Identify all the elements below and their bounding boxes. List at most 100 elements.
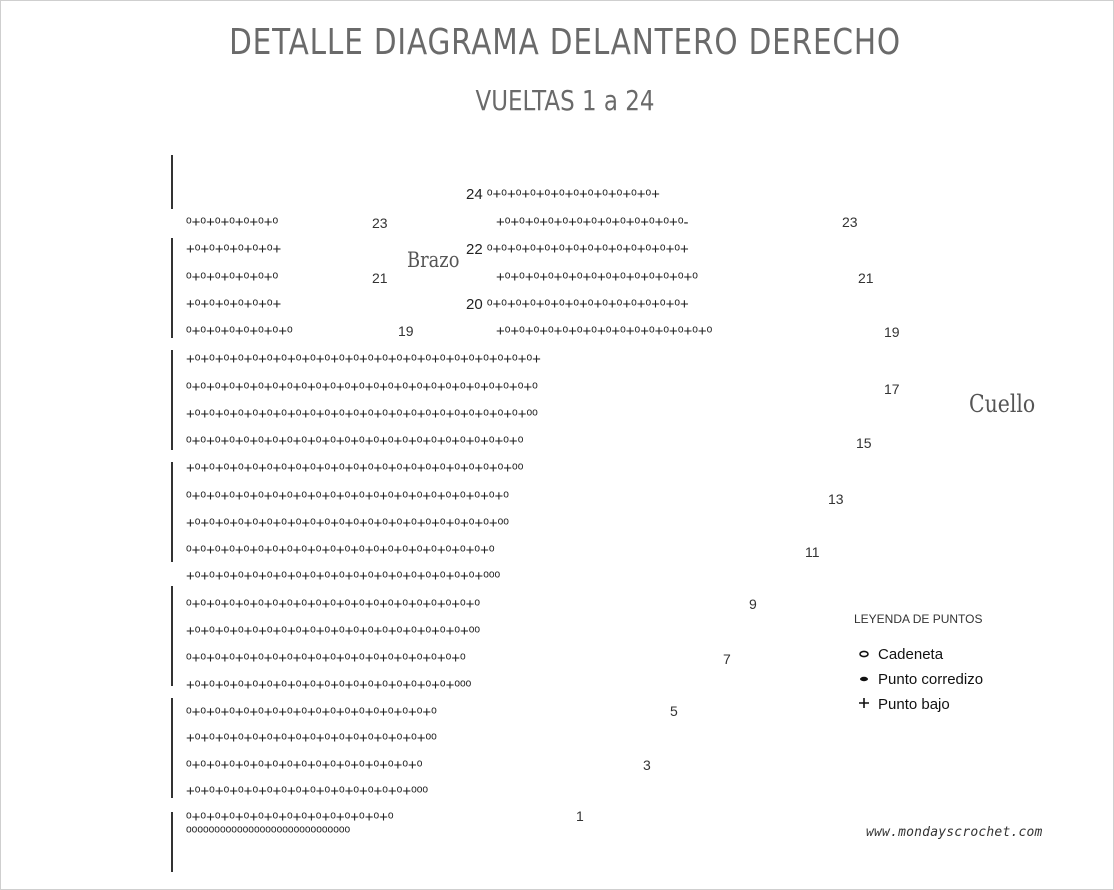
stitch-row: +ᵒ+ᵒ+ᵒ+ᵒ+ᵒ+ᵒ+ᵒ+ᵒ+ᵒ+ᵒ+ᵒ+ᵒ+ᵒ+ᵒ+ᵒ+ᵒᵒᵒ: [186, 784, 428, 799]
row-stitches: ᵒ+ᵒ+ᵒ+ᵒ+ᵒ+ᵒ+ᵒ+ᵒ+ᵒ+ᵒ+ᵒ+ᵒ+ᵒ+ᵒ+ᵒ+ᵒ+ᵒ: [186, 757, 423, 774]
row-number: 23: [372, 215, 388, 231]
row-stitches: ᵒ+ᵒ+ᵒ+ᵒ+ᵒ+ᵒ+ᵒ+ᵒ+ᵒ+ᵒ+ᵒ+ᵒ+ᵒ+ᵒ+ᵒ+ᵒ+ᵒ+ᵒ+ᵒ+ᵒ+…: [186, 433, 524, 450]
row-stitches: +ᵒ+ᵒ+ᵒ+ᵒ+ᵒ+ᵒ+ᵒ+ᵒ+ᵒ+ᵒ+ᵒ+ᵒ+ᵒ+ᵒ+ᵒ+ᵒ+ᵒ+ᵒ+ᵒ+ᵒ…: [186, 515, 509, 532]
website-url: www.mondayscrochet.com: [866, 825, 1043, 840]
row-stitches: +ᵒ+ᵒ+ᵒ+ᵒ+ᵒ+ᵒ+ᵒ+ᵒ+ᵒ+ᵒ+ᵒ+ᵒ+ᵒ-: [496, 214, 689, 231]
stitch-row: +ᵒ+ᵒ+ᵒ+ᵒ+ᵒ+ᵒ+ᵒ+ᵒ+ᵒ+ᵒ+ᵒ+ᵒ+ᵒ+ᵒ+ᵒ+ᵒ+ᵒ+ᵒ+ᵒ+ᵒ…: [186, 624, 480, 639]
row-number: 3: [643, 757, 651, 773]
stitch-row: +ᵒ+ᵒ+ᵒ+ᵒ+ᵒ+ᵒ+ᵒ+ᵒ+ᵒ+ᵒ+ᵒ+ᵒ+ᵒ+ᵒ+ᵒ: [496, 324, 712, 339]
row-number: 9: [749, 596, 757, 612]
row-stitches: ᵒ+ᵒ+ᵒ+ᵒ+ᵒ+ᵒ+ᵒ+ᵒ+ᵒ+ᵒ+ᵒ+ᵒ+ᵒ+ᵒ+ᵒ+ᵒ+ᵒ+ᵒ+ᵒ+ᵒ+…: [186, 596, 481, 613]
row-stitches: +ᵒ+ᵒ+ᵒ+ᵒ+ᵒ+ᵒ+ᵒ+ᵒ+ᵒ+ᵒ+ᵒ+ᵒ+ᵒ+ᵒ+ᵒ+ᵒ+ᵒ+ᵒ+ᵒᵒᵒ: [186, 677, 472, 694]
row-stitches: ᵒ+ᵒ+ᵒ+ᵒ+ᵒ+ᵒ+ᵒ+ᵒ+ᵒ+ᵒ+ᵒ+ᵒ+: [486, 186, 660, 203]
stitch-row: +ᵒ+ᵒ+ᵒ+ᵒ+ᵒ+ᵒ+ᵒ+ᵒ+ᵒ+ᵒ+ᵒ+ᵒ+ᵒ+ᵒ+ᵒ+ᵒ+ᵒ+ᵒ+ᵒ+ᵒ…: [186, 352, 541, 367]
neck-label: Cuello: [969, 390, 1036, 418]
legend-item-slip: Punto corredizo: [858, 671, 983, 688]
stitch-row: +ᵒ+ᵒ+ᵒ+ᵒ+ᵒ+ᵒ+ᵒ+ᵒ+ᵒ+ᵒ+ᵒ+ᵒ+ᵒ+ᵒ: [496, 270, 698, 285]
legend-title: LEYENDA DE PUNTOS: [854, 612, 983, 626]
row-number: 7: [723, 651, 731, 667]
row-number: 19: [398, 323, 414, 339]
row-stitches: ᵒ+ᵒ+ᵒ+ᵒ+ᵒ+ᵒ+ᵒ+ᵒ: [186, 323, 293, 340]
row-stitches: +ᵒ+ᵒ+ᵒ+ᵒ+ᵒ+ᵒ+ᵒ+ᵒ+ᵒ+ᵒ+ᵒ+ᵒ+ᵒ+ᵒ+ᵒ+ᵒ+ᵒ+ᵒ+ᵒ+ᵒ…: [186, 568, 501, 585]
row-stitches: +ᵒ+ᵒ+ᵒ+ᵒ+ᵒ+ᵒ+ᵒ+ᵒ+ᵒ+ᵒ+ᵒ+ᵒ+ᵒ+ᵒ: [496, 269, 698, 286]
row-stitches: +ᵒ+ᵒ+ᵒ+ᵒ+ᵒ+ᵒ+ᵒ+ᵒ+ᵒ+ᵒ+ᵒ+ᵒ+ᵒ+ᵒ+ᵒ+ᵒᵒᵒ: [186, 783, 429, 800]
row-number: 13: [828, 491, 844, 507]
stitch-row: +ᵒ+ᵒ+ᵒ+ᵒ+ᵒ+ᵒ+ᵒ+ᵒ+ᵒ+ᵒ+ᵒ+ᵒ+ᵒ-: [496, 215, 688, 230]
stitch-row: ᵒ+ᵒ+ᵒ+ᵒ+ᵒ+ᵒ+ᵒ+ᵒ+ᵒ+ᵒ+ᵒ+ᵒ+ᵒ+ᵒ+ᵒ+ᵒ+ᵒ+ᵒ+ᵒ+ᵒ: [186, 651, 466, 666]
stitch-row: 24 ᵒ+ᵒ+ᵒ+ᵒ+ᵒ+ᵒ+ᵒ+ᵒ+ᵒ+ᵒ+ᵒ+ᵒ+: [466, 187, 660, 202]
stitch-row: ᵒ+ᵒ+ᵒ+ᵒ+ᵒ+ᵒ+ᵒ+ᵒ+ᵒ+ᵒ+ᵒ+ᵒ+ᵒ+ᵒ+ᵒ+ᵒ+ᵒ+ᵒ+ᵒ+ᵒ+…: [186, 543, 495, 558]
stitch-row: ᵒ+ᵒ+ᵒ+ᵒ+ᵒ+ᵒ+ᵒ+ᵒ+ᵒ+ᵒ+ᵒ+ᵒ+ᵒ+ᵒ+ᵒ+ᵒ+ᵒ+ᵒ+ᵒ+ᵒ+…: [186, 489, 509, 504]
armhole-label: Brazo: [407, 248, 460, 272]
chain-stitch-icon: [858, 646, 878, 663]
stitch-row: +ᵒ+ᵒ+ᵒ+ᵒ+ᵒ+ᵒ+ᵒ+ᵒ+ᵒ+ᵒ+ᵒ+ᵒ+ᵒ+ᵒ+ᵒ+ᵒ+ᵒ+ᵒ+ᵒᵒᵒ: [186, 678, 471, 693]
row-stitches: ᵒ+ᵒ+ᵒ+ᵒ+ᵒ+ᵒ+ᵒ+ᵒ+ᵒ+ᵒ+ᵒ+ᵒ+ᵒ+ᵒ+ᵒ+ᵒ+ᵒ+ᵒ+ᵒ+ᵒ: [186, 650, 466, 667]
row-number: 24: [466, 186, 483, 203]
row-stitches: ᵒ+ᵒ+ᵒ+ᵒ+ᵒ+ᵒ+ᵒ+ᵒ+ᵒ+ᵒ+ᵒ+ᵒ+ᵒ+ᵒ+ᵒ+ᵒ+ᵒ+ᵒ+ᵒ+ᵒ+…: [186, 542, 495, 559]
left-border-line: [171, 350, 173, 450]
stitch-row: +ᵒ+ᵒ+ᵒ+ᵒ+ᵒ+ᵒ+ᵒ+ᵒ+ᵒ+ᵒ+ᵒ+ᵒ+ᵒ+ᵒ+ᵒ+ᵒ+ᵒ+ᵒ+ᵒ+ᵒ…: [186, 461, 523, 476]
row-number: 5: [670, 703, 678, 719]
diagram-subtitle: VUELTAS 1 a 24: [475, 84, 655, 117]
left-border-line: [171, 698, 173, 798]
row-number: 21: [858, 270, 874, 286]
stitch-row: ᵒ+ᵒ+ᵒ+ᵒ+ᵒ+ᵒ+ᵒ+ᵒ+ᵒ+ᵒ+ᵒ+ᵒ+ᵒ+ᵒ+ᵒ+ᵒ+ᵒ+ᵒ: [186, 705, 437, 720]
stitch-row: ᵒ+ᵒ+ᵒ+ᵒ+ᵒ+ᵒ+ᵒ+ᵒ: [186, 324, 293, 339]
row-stitches: +ᵒ+ᵒ+ᵒ+ᵒ+ᵒ+ᵒ+ᵒ+ᵒ+ᵒ+ᵒ+ᵒ+ᵒ+ᵒ+ᵒ+ᵒ+ᵒ+ᵒᵒ: [186, 730, 437, 747]
row-stitches: +ᵒ+ᵒ+ᵒ+ᵒ+ᵒ+ᵒ+: [186, 241, 282, 258]
stitch-row: ᵒᵒᵒᵒᵒᵒᵒᵒᵒᵒᵒᵒᵒᵒᵒᵒᵒᵒᵒᵒᵒᵒᵒᵒᵒᵒᵒᵒᵒ: [186, 824, 350, 839]
single-crochet-icon: [858, 696, 878, 713]
legend-item-single: Punto bajo: [858, 696, 950, 713]
row-number: 15: [856, 435, 872, 451]
left-border-line: [171, 812, 173, 872]
row-stitches: +ᵒ+ᵒ+ᵒ+ᵒ+ᵒ+ᵒ+ᵒ+ᵒ+ᵒ+ᵒ+ᵒ+ᵒ+ᵒ+ᵒ+ᵒ+ᵒ+ᵒ+ᵒ+ᵒ+ᵒ…: [186, 623, 481, 640]
row-stitches: ᵒ+ᵒ+ᵒ+ᵒ+ᵒ+ᵒ+ᵒ: [186, 214, 279, 231]
stitch-row: ᵒ+ᵒ+ᵒ+ᵒ+ᵒ+ᵒ+ᵒ+ᵒ+ᵒ+ᵒ+ᵒ+ᵒ+ᵒ+ᵒ+ᵒ+ᵒ+ᵒ+ᵒ+ᵒ+ᵒ+…: [186, 380, 538, 395]
row-stitches: +ᵒ+ᵒ+ᵒ+ᵒ+ᵒ+ᵒ+ᵒ+ᵒ+ᵒ+ᵒ+ᵒ+ᵒ+ᵒ+ᵒ+ᵒ+ᵒ+ᵒ+ᵒ+ᵒ+ᵒ…: [186, 406, 538, 423]
row-number: 23: [842, 214, 858, 230]
stitch-row: 22 ᵒ+ᵒ+ᵒ+ᵒ+ᵒ+ᵒ+ᵒ+ᵒ+ᵒ+ᵒ+ᵒ+ᵒ+ᵒ+ᵒ+: [466, 242, 689, 257]
row-number: 19: [884, 324, 900, 340]
stitch-row: +ᵒ+ᵒ+ᵒ+ᵒ+ᵒ+ᵒ+ᵒ+ᵒ+ᵒ+ᵒ+ᵒ+ᵒ+ᵒ+ᵒ+ᵒ+ᵒ+ᵒ+ᵒ+ᵒ+ᵒ…: [186, 407, 538, 422]
stitch-row: +ᵒ+ᵒ+ᵒ+ᵒ+ᵒ+ᵒ+: [186, 297, 281, 312]
row-stitches: +ᵒ+ᵒ+ᵒ+ᵒ+ᵒ+ᵒ+ᵒ+ᵒ+ᵒ+ᵒ+ᵒ+ᵒ+ᵒ+ᵒ+ᵒ: [496, 323, 713, 340]
legend-label: Cadeneta: [878, 646, 944, 663]
row-stitches: ᵒ+ᵒ+ᵒ+ᵒ+ᵒ+ᵒ+ᵒ+ᵒ+ᵒ+ᵒ+ᵒ+ᵒ+ᵒ+ᵒ+ᵒ+ᵒ+ᵒ+ᵒ+ᵒ+ᵒ+…: [186, 379, 538, 396]
stitch-row: ᵒ+ᵒ+ᵒ+ᵒ+ᵒ+ᵒ+ᵒ: [186, 215, 278, 230]
row-number: 21: [372, 270, 388, 286]
row-stitches: +ᵒ+ᵒ+ᵒ+ᵒ+ᵒ+ᵒ+ᵒ+ᵒ+ᵒ+ᵒ+ᵒ+ᵒ+ᵒ+ᵒ+ᵒ+ᵒ+ᵒ+ᵒ+ᵒ+ᵒ…: [186, 460, 524, 477]
stitch-row: +ᵒ+ᵒ+ᵒ+ᵒ+ᵒ+ᵒ+ᵒ+ᵒ+ᵒ+ᵒ+ᵒ+ᵒ+ᵒ+ᵒ+ᵒ+ᵒ+ᵒ+ᵒ+ᵒ+ᵒ…: [186, 569, 500, 584]
row-stitches: ᵒ+ᵒ+ᵒ+ᵒ+ᵒ+ᵒ+ᵒ+ᵒ+ᵒ+ᵒ+ᵒ+ᵒ+ᵒ+ᵒ+: [486, 241, 689, 258]
row-number: 11: [805, 544, 820, 560]
left-border-line: [171, 462, 173, 562]
row-stitches: ᵒ+ᵒ+ᵒ+ᵒ+ᵒ+ᵒ+ᵒ+ᵒ+ᵒ+ᵒ+ᵒ+ᵒ+ᵒ+ᵒ+ᵒ: [186, 809, 394, 826]
legend-item-chain: Cadeneta: [858, 646, 943, 663]
row-stitches: +ᵒ+ᵒ+ᵒ+ᵒ+ᵒ+ᵒ+: [186, 296, 282, 313]
legend-label: Punto corredizo: [878, 671, 984, 688]
stitch-row: ᵒ+ᵒ+ᵒ+ᵒ+ᵒ+ᵒ+ᵒ+ᵒ+ᵒ+ᵒ+ᵒ+ᵒ+ᵒ+ᵒ+ᵒ+ᵒ+ᵒ+ᵒ+ᵒ+ᵒ+…: [186, 434, 523, 449]
row-stitches: ᵒᵒᵒᵒᵒᵒᵒᵒᵒᵒᵒᵒᵒᵒᵒᵒᵒᵒᵒᵒᵒᵒᵒᵒᵒᵒᵒᵒᵒ: [186, 823, 351, 840]
left-border-line: [171, 238, 173, 338]
row-number: 1: [576, 808, 584, 824]
row-number: 20: [466, 296, 483, 313]
stitch-row: ᵒ+ᵒ+ᵒ+ᵒ+ᵒ+ᵒ+ᵒ: [186, 270, 278, 285]
row-stitches: ᵒ+ᵒ+ᵒ+ᵒ+ᵒ+ᵒ+ᵒ+ᵒ+ᵒ+ᵒ+ᵒ+ᵒ+ᵒ+ᵒ+ᵒ+ᵒ+ᵒ+ᵒ+ᵒ+ᵒ+…: [186, 488, 509, 505]
stitch-row: ᵒ+ᵒ+ᵒ+ᵒ+ᵒ+ᵒ+ᵒ+ᵒ+ᵒ+ᵒ+ᵒ+ᵒ+ᵒ+ᵒ+ᵒ+ᵒ+ᵒ: [186, 758, 422, 773]
diagram-title: DETALLE DIAGRAMA DELANTERO DERECHO: [229, 22, 901, 63]
row-number: 22: [466, 241, 483, 258]
stitch-row: ᵒ+ᵒ+ᵒ+ᵒ+ᵒ+ᵒ+ᵒ+ᵒ+ᵒ+ᵒ+ᵒ+ᵒ+ᵒ+ᵒ+ᵒ+ᵒ+ᵒ+ᵒ+ᵒ+ᵒ+…: [186, 597, 480, 612]
left-border-line: [171, 586, 173, 686]
row-number: 17: [884, 381, 900, 397]
stitch-row: +ᵒ+ᵒ+ᵒ+ᵒ+ᵒ+ᵒ+: [186, 242, 281, 257]
legend-label: Punto bajo: [878, 696, 950, 713]
stitch-row: +ᵒ+ᵒ+ᵒ+ᵒ+ᵒ+ᵒ+ᵒ+ᵒ+ᵒ+ᵒ+ᵒ+ᵒ+ᵒ+ᵒ+ᵒ+ᵒ+ᵒ+ᵒ+ᵒ+ᵒ…: [186, 516, 509, 531]
row-stitches: ᵒ+ᵒ+ᵒ+ᵒ+ᵒ+ᵒ+ᵒ+ᵒ+ᵒ+ᵒ+ᵒ+ᵒ+ᵒ+ᵒ+: [486, 296, 689, 313]
slip-stitch-icon: [858, 671, 878, 688]
left-border-line: [171, 155, 173, 209]
row-stitches: ᵒ+ᵒ+ᵒ+ᵒ+ᵒ+ᵒ+ᵒ: [186, 269, 279, 286]
stitch-row: ᵒ+ᵒ+ᵒ+ᵒ+ᵒ+ᵒ+ᵒ+ᵒ+ᵒ+ᵒ+ᵒ+ᵒ+ᵒ+ᵒ+ᵒ: [186, 810, 394, 825]
row-stitches: +ᵒ+ᵒ+ᵒ+ᵒ+ᵒ+ᵒ+ᵒ+ᵒ+ᵒ+ᵒ+ᵒ+ᵒ+ᵒ+ᵒ+ᵒ+ᵒ+ᵒ+ᵒ+ᵒ+ᵒ…: [186, 351, 541, 368]
stitch-row: 20 ᵒ+ᵒ+ᵒ+ᵒ+ᵒ+ᵒ+ᵒ+ᵒ+ᵒ+ᵒ+ᵒ+ᵒ+ᵒ+ᵒ+: [466, 297, 689, 312]
stitch-row: +ᵒ+ᵒ+ᵒ+ᵒ+ᵒ+ᵒ+ᵒ+ᵒ+ᵒ+ᵒ+ᵒ+ᵒ+ᵒ+ᵒ+ᵒ+ᵒ+ᵒᵒ: [186, 731, 437, 746]
